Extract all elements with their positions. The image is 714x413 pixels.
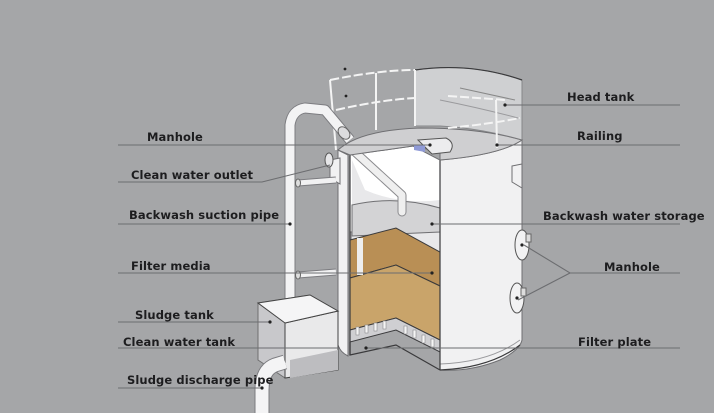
top-manhole-cover bbox=[416, 137, 453, 155]
label-backwash-water-storage: Backwash water storage bbox=[543, 209, 705, 223]
label-manhole-top: Manhole bbox=[147, 130, 203, 144]
label-clean-water-tank: Clean water tank bbox=[123, 335, 236, 349]
label-manhole-side: Manhole bbox=[604, 260, 660, 274]
label-head-tank: Head tank bbox=[567, 90, 635, 104]
leader-dots bbox=[260, 67, 524, 390]
label-clean-water-outlet: Clean water outlet bbox=[131, 168, 254, 182]
label-sludge-discharge-pipe: Sludge discharge pipe bbox=[127, 373, 274, 387]
label-sludge-tank: Sludge tank bbox=[135, 308, 214, 322]
sludge-discharge-pipe bbox=[254, 354, 288, 413]
tank-body bbox=[337, 139, 523, 371]
label-backwash-suction-pipe: Backwash suction pipe bbox=[129, 208, 280, 222]
filter-nozzles bbox=[355, 320, 435, 348]
leader-lines bbox=[118, 104, 680, 389]
cutaway-interior bbox=[349, 145, 441, 371]
label-railing: Railing bbox=[577, 129, 623, 143]
backwash-suction-pipe bbox=[284, 102, 355, 330]
label-filter-plate: Filter plate bbox=[578, 335, 652, 349]
label-filter-media: Filter media bbox=[131, 259, 211, 273]
